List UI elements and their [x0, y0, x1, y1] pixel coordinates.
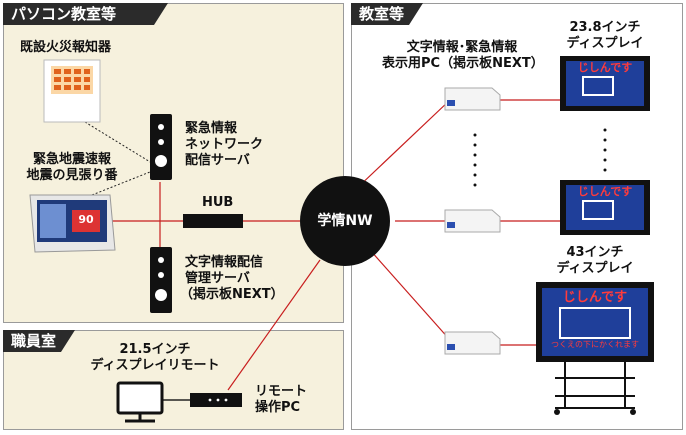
- eew-device-icon: [29, 194, 116, 253]
- text-server-label-2: 管理サーバ: [185, 271, 250, 286]
- text-server-label-3: （掲示板NEXT）: [180, 287, 284, 302]
- alert-server-icon: [150, 114, 172, 180]
- display-pc-label-1: 文字情報･緊急情報: [406, 40, 518, 55]
- display-43-label-1: 43インチ: [566, 245, 624, 260]
- remote-monitor-icon: [116, 381, 164, 423]
- eew-label-2: 地震の見張り番: [26, 168, 118, 183]
- display-43-subline: つくえの下にかくれます: [551, 340, 639, 349]
- display-23-2-headline: じしんです: [577, 185, 633, 198]
- remote-display-label-1: 21.5インチ: [119, 342, 191, 357]
- more-dots: [473, 128, 607, 187]
- alert-server-label-2: ネットワーク: [185, 137, 264, 152]
- eew-badge: 90: [78, 213, 94, 226]
- staff-room-tag: 職員室: [3, 330, 75, 352]
- eew-label-1: 緊急地震速報: [32, 152, 111, 167]
- remote-display-label-2: ディスプレイリモート: [90, 358, 220, 373]
- remote-pc-icon: [190, 393, 242, 407]
- fire-alarm-icon: [43, 59, 101, 123]
- display-23-1-headline: じしんです: [577, 61, 633, 74]
- display-43-headline: じしんです: [562, 290, 628, 305]
- fire-alarm-label: 既設火災報知器: [20, 40, 112, 55]
- display-43-label-2: ディスプレイ: [556, 261, 634, 276]
- display-pc-3-icon: [444, 331, 501, 355]
- hub-icon: [183, 214, 243, 228]
- display-pc-label-2: 表示用PC（掲示板NEXT）: [382, 56, 544, 71]
- network-label: 学情NW: [317, 213, 373, 229]
- display-23-label-1: 23.8インチ: [569, 20, 641, 35]
- display-23-label-2: ディスプレイ: [566, 36, 644, 51]
- pc-room-tag: パソコン教室等: [3, 3, 168, 25]
- hub-label: HUB: [202, 195, 234, 210]
- text-server-icon: [150, 247, 172, 313]
- remote-pc-label-1: リモート: [255, 384, 308, 399]
- pc-room-panel: [3, 3, 344, 323]
- classroom-tag: 教室等: [351, 3, 423, 25]
- display-pc-1-icon: [444, 87, 501, 111]
- display-pc-2-icon: [444, 209, 501, 233]
- text-server-label-1: 文字情報配信: [185, 255, 264, 270]
- alert-server-label-1: 緊急情報: [185, 121, 238, 136]
- display-43-stand: [555, 362, 635, 409]
- alert-server-label-3: 配信サーバ: [185, 153, 250, 168]
- network-cloud: [300, 176, 390, 266]
- remote-pc-label-2: 操作PC: [255, 400, 301, 415]
